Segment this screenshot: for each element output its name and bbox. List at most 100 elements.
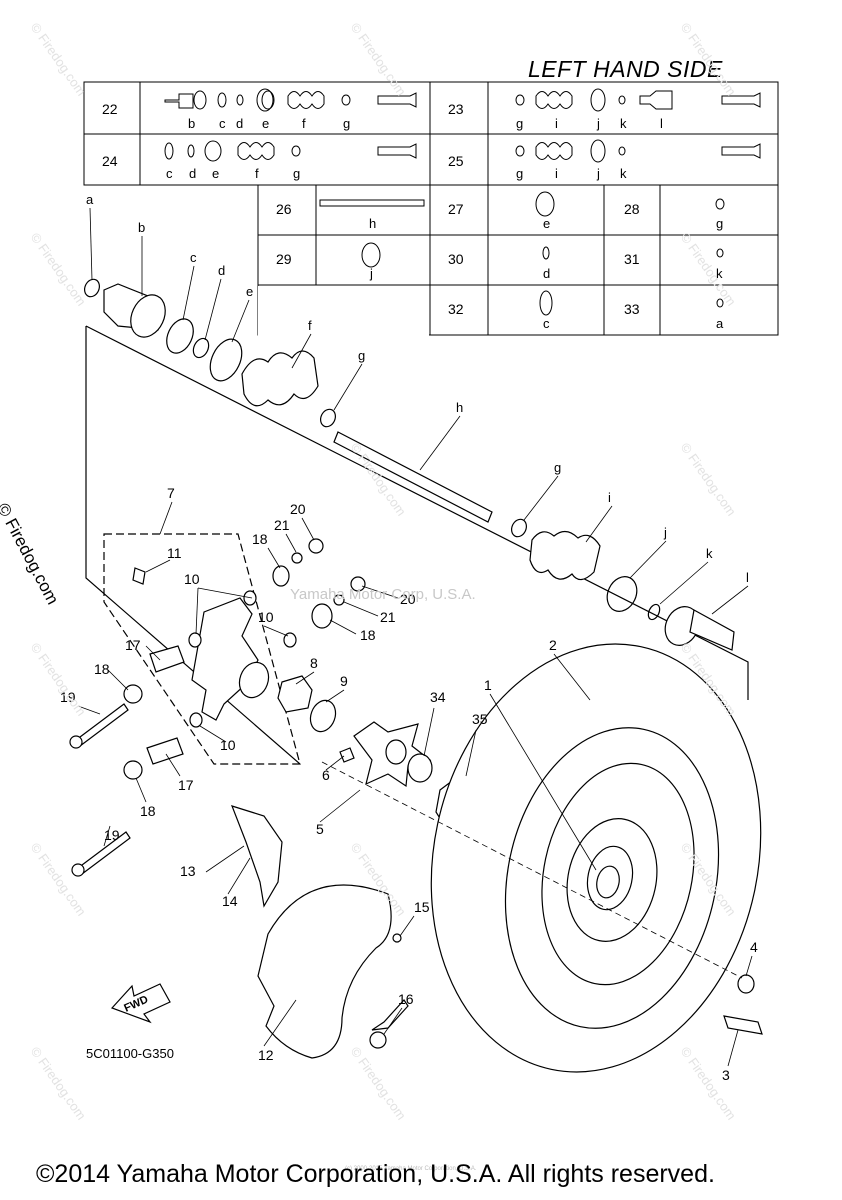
kit-23-number: 23 bbox=[448, 101, 464, 117]
callout-13: 13 bbox=[180, 863, 196, 879]
kit-24-letter-e: e bbox=[212, 166, 219, 181]
kit-23-letter-g: g bbox=[516, 116, 523, 131]
kit-27-letter: e bbox=[543, 216, 550, 231]
part-letter-i: i bbox=[608, 490, 611, 505]
watermark-center: Yamaha Motor Corp, U.S.A. bbox=[290, 586, 476, 603]
callout-3: 3 bbox=[722, 1067, 730, 1083]
kit-23-letter-i: i bbox=[555, 116, 558, 131]
kit-24-letter-d: d bbox=[189, 166, 196, 181]
kit-25-letter-k: k bbox=[620, 166, 627, 181]
kit-32-letter: c bbox=[543, 316, 550, 331]
callout-19a: 19 bbox=[60, 689, 76, 705]
kit-29-number: 29 bbox=[276, 251, 292, 267]
callout-12: 12 bbox=[258, 1047, 274, 1063]
wheel-axis-centerline bbox=[321, 761, 743, 979]
kit-25-number: 25 bbox=[448, 153, 464, 169]
kit-31-number: 31 bbox=[624, 251, 640, 267]
knuckle-assembly bbox=[69, 533, 366, 877]
callout-11: 11 bbox=[167, 545, 182, 561]
part-letter-b: b bbox=[138, 220, 145, 235]
fwd-arrow-icon bbox=[110, 983, 171, 1024]
callout-20a: 20 bbox=[290, 501, 306, 517]
kit-31-letter: k bbox=[716, 266, 723, 281]
callout-17b: 17 bbox=[178, 777, 194, 793]
kit-24-number: 24 bbox=[102, 153, 118, 169]
callout-18c: 18 bbox=[360, 627, 376, 643]
callout-21a: 21 bbox=[274, 517, 290, 533]
page-title: LEFT HAND SIDE bbox=[528, 56, 723, 82]
part-letter-j: j bbox=[663, 525, 667, 540]
kit-23-letter-l: l bbox=[660, 116, 663, 131]
tiny-credit: (c) 2000-2015 Yamaha Motor Corporation, … bbox=[345, 1166, 477, 1172]
callout-5: 5 bbox=[316, 821, 324, 837]
kit-22-letter-b: b bbox=[188, 116, 195, 131]
callout-10b: 10 bbox=[258, 609, 274, 625]
kit-22-letter-e: e bbox=[262, 116, 269, 131]
kit-27-number: 27 bbox=[448, 201, 464, 217]
callout-21b: 21 bbox=[380, 609, 396, 625]
callout-17a: 17 bbox=[125, 637, 141, 653]
kit-25-letter-i: i bbox=[555, 166, 558, 181]
callout-leaders bbox=[77, 501, 753, 1067]
callout-6: 6 bbox=[322, 767, 330, 783]
callout-18b: 18 bbox=[94, 661, 110, 677]
kit-24-letter-f: f bbox=[255, 166, 259, 181]
kit-26-number: 26 bbox=[276, 201, 292, 217]
part-letter-d: d bbox=[218, 263, 225, 278]
kit-table-thumbnails bbox=[164, 88, 761, 316]
callout-14: 14 bbox=[222, 893, 238, 909]
kit-29-letter: j bbox=[369, 266, 373, 281]
kit-24-letter-c: c bbox=[166, 166, 173, 181]
callout-35: 35 bbox=[472, 711, 488, 727]
kit-22-letter-g: g bbox=[343, 116, 350, 131]
part-letter-a: a bbox=[86, 192, 94, 207]
part-letter-c: c bbox=[190, 250, 197, 265]
part-letter-h: h bbox=[456, 400, 463, 415]
callout-2: 2 bbox=[549, 637, 557, 653]
callout-20b: 20 bbox=[400, 591, 416, 607]
kit-table-row-numbers: 22 23 24 25 26 27 28 29 30 31 32 33 bbox=[102, 101, 640, 317]
callout-4: 4 bbox=[750, 939, 758, 955]
wheel-assembly bbox=[430, 643, 763, 1073]
kit-30-number: 30 bbox=[448, 251, 464, 267]
callout-7: 7 bbox=[167, 485, 175, 501]
part-letter-g-2: g bbox=[554, 460, 561, 475]
part-letter-g: g bbox=[358, 348, 365, 363]
kit-23-letter-k: k bbox=[620, 116, 627, 131]
kit-22-letter-c: c bbox=[219, 116, 226, 131]
kit-24-letter-g: g bbox=[293, 166, 300, 181]
part-letter-f: f bbox=[308, 318, 312, 333]
callout-1: 1 bbox=[484, 677, 492, 693]
callout-19b: 19 bbox=[104, 827, 120, 843]
part-letter-e: e bbox=[246, 284, 253, 299]
callout-34: 34 bbox=[430, 689, 446, 705]
callout-18d: 18 bbox=[140, 803, 156, 819]
drive-shaft-leaders bbox=[89, 207, 749, 615]
kit-28-number: 28 bbox=[624, 201, 640, 217]
kit-22-letter-f: f bbox=[302, 116, 306, 131]
kit-22-number: 22 bbox=[102, 101, 118, 117]
copyright-notice: ©2014 Yamaha Motor Corporation, U.S.A. A… bbox=[36, 1160, 715, 1188]
callout-10a: 10 bbox=[184, 571, 200, 587]
kit-32-number: 32 bbox=[448, 301, 464, 317]
part-letter-l: l bbox=[746, 570, 749, 585]
kit-table-letters: b c d e f g g i j k l c d e f g g i j k … bbox=[166, 116, 724, 331]
part-letter-k: k bbox=[706, 546, 713, 561]
kit-25-letter-j: j bbox=[596, 166, 600, 181]
kit-25-letter-g: g bbox=[516, 166, 523, 181]
kit-22-letter-d: d bbox=[236, 116, 243, 131]
callout-8: 8 bbox=[310, 655, 318, 671]
kit-26-letter: h bbox=[369, 216, 376, 231]
drive-shaft-letters: a b c d e f g h g i j k l bbox=[86, 192, 749, 585]
callout-16: 16 bbox=[398, 991, 414, 1007]
kit-23-letter-j: j bbox=[596, 116, 600, 131]
callout-18a: 18 bbox=[252, 531, 268, 547]
kit-33-number: 33 bbox=[624, 301, 640, 317]
kit-30-letter: d bbox=[543, 266, 550, 281]
kit-33-letter: a bbox=[716, 316, 724, 331]
kit-28-letter: g bbox=[716, 216, 723, 231]
callout-9: 9 bbox=[340, 673, 348, 689]
callout-15: 15 bbox=[414, 899, 430, 915]
drive-shaft-assembly bbox=[84, 278, 749, 765]
